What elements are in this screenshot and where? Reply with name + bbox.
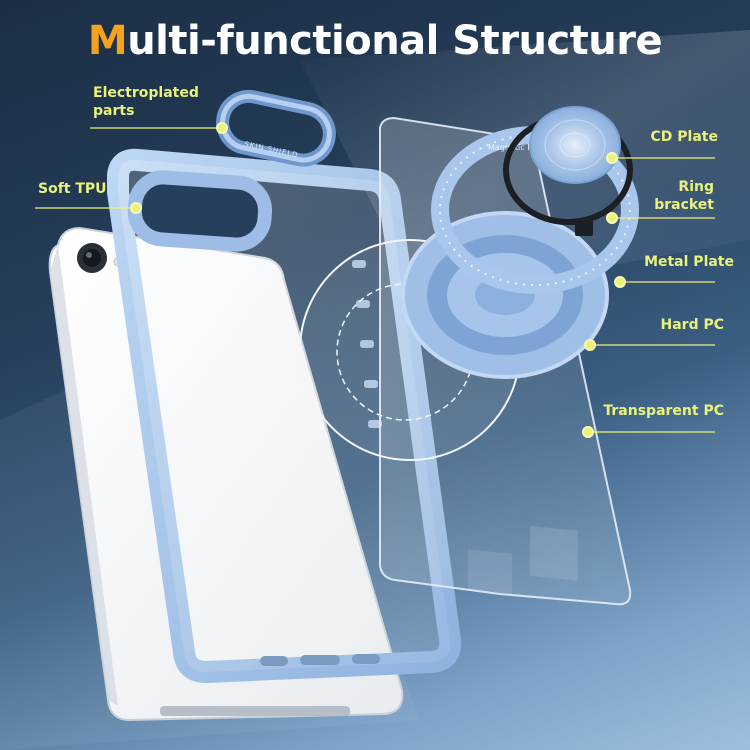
label-electroplated-line2: parts [93,103,135,119]
label-hard-pc: Hard PC [660,317,725,333]
camera-cutout [127,170,273,252]
label-electroplated-line1: Electroplated [93,85,199,101]
callout-dots [130,122,626,438]
bottom-port-openings [260,654,380,666]
magnetic-ring-engraving: Magnetic Phone [488,143,552,152]
callout-leaders [35,127,715,433]
glass-reflection [468,549,512,594]
label-soft-tpu: Soft TPU [38,181,107,197]
label-ring-bracket-line1: Ring [678,179,714,195]
label-ring-bracket: Ring bracket [654,178,714,214]
glass-reflection [530,525,578,581]
headline-rest: ulti-functional Structure [127,18,663,64]
cd-plate [529,106,621,184]
label-metal-plate: Metal Plate [644,254,734,270]
soft-tpu-frame [107,148,462,683]
phone-camera [77,243,107,273]
frame-grip-pattern [352,260,382,428]
headline: Multi-functional Structure [0,18,750,64]
label-ring-bracket-line2: bracket [654,197,714,213]
label-electroplated-parts: Electroplated parts [93,84,199,120]
label-transparent-pc: Transparent PC [603,403,724,419]
hard-pc-ring [401,211,609,379]
headline-first-letter: M [87,18,128,64]
electroplated-camera-ring: SKIN SHIELD [216,89,336,167]
phone-bottom-edge [160,706,350,716]
label-cd-plate: CD Plate [650,129,718,145]
